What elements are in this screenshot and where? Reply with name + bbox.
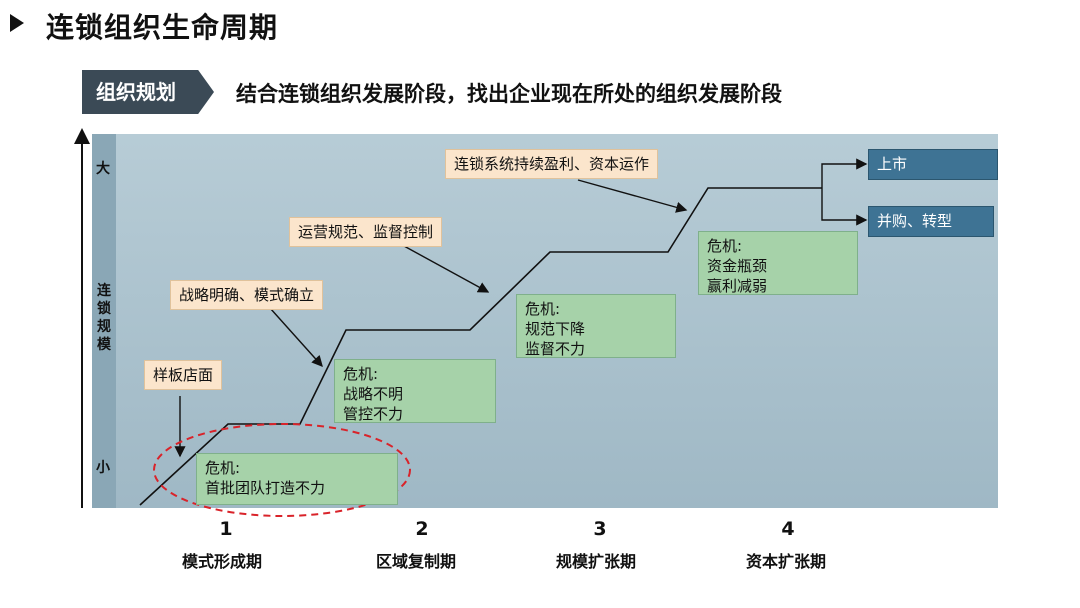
highlight-ellipse bbox=[153, 423, 411, 517]
crisis-line: 规范下降 bbox=[525, 320, 586, 338]
crisis-line: 首批团队打造不力 bbox=[205, 479, 326, 497]
stage-name-3: 规模扩张期 bbox=[556, 552, 637, 571]
crisis-box-3: 危机: 规范下降 监督不力 bbox=[516, 294, 676, 358]
y-label-small: 小 bbox=[96, 460, 110, 476]
crisis-line: 监督不力 bbox=[525, 340, 586, 358]
crisis-line: 管控不力 bbox=[343, 405, 404, 423]
stage-name-1: 模式形成期 bbox=[182, 552, 263, 571]
stage-number-1: 1 bbox=[219, 518, 233, 540]
stage-number-4: 4 bbox=[781, 518, 795, 540]
y-label-big: 大 bbox=[96, 161, 110, 177]
branch-listing bbox=[821, 158, 868, 188]
arrow-profit bbox=[577, 179, 688, 213]
page-title: 连锁组织生命周期 bbox=[46, 11, 279, 44]
crisis-title: 危机: bbox=[343, 365, 379, 383]
crisis-box-2: 危机: 战略不明 管控不力 bbox=[334, 359, 496, 423]
section-tag: 组织规划 bbox=[82, 70, 214, 114]
arrow-operations bbox=[403, 245, 490, 293]
arrow-strategy bbox=[269, 307, 323, 368]
crisis-title: 危机: bbox=[707, 237, 743, 255]
crisis-title: 危机: bbox=[525, 300, 561, 318]
y-axis-name: 连锁规模 bbox=[97, 283, 111, 353]
stage-name-4: 资本扩张期 bbox=[746, 552, 827, 571]
outcome-merger: 并购、转型 bbox=[868, 206, 994, 237]
outcome-listing: 上市 bbox=[868, 149, 998, 180]
callout-profit: 连锁系统持续盈利、资本运作 bbox=[445, 149, 659, 179]
stage-name-2: 区域复制期 bbox=[376, 552, 457, 571]
callout-strategy: 战略明确、模式确立 bbox=[170, 280, 324, 310]
stage-number-2: 2 bbox=[415, 518, 429, 540]
stage-number-3: 3 bbox=[593, 518, 607, 540]
lifecycle-curve bbox=[139, 187, 822, 506]
crisis-line: 资金瓶颈 bbox=[707, 257, 768, 275]
section-description: 结合连锁组织发展阶段，找出企业现在所处的组织发展阶段 bbox=[236, 82, 782, 106]
crisis-box-1: 危机: 首批团队打造不力 bbox=[196, 453, 398, 505]
crisis-line: 战略不明 bbox=[343, 385, 404, 403]
callout-model-store: 样板店面 bbox=[144, 360, 223, 390]
title-bullet-icon bbox=[10, 14, 24, 32]
crisis-line: 赢利减弱 bbox=[707, 277, 768, 295]
branch-merger bbox=[821, 188, 868, 226]
crisis-box-4: 危机: 资金瓶颈 赢利减弱 bbox=[698, 231, 858, 295]
crisis-title: 危机: bbox=[205, 459, 241, 477]
y-axis-strip bbox=[92, 134, 116, 508]
callout-operations: 运营规范、监督控制 bbox=[289, 217, 443, 247]
